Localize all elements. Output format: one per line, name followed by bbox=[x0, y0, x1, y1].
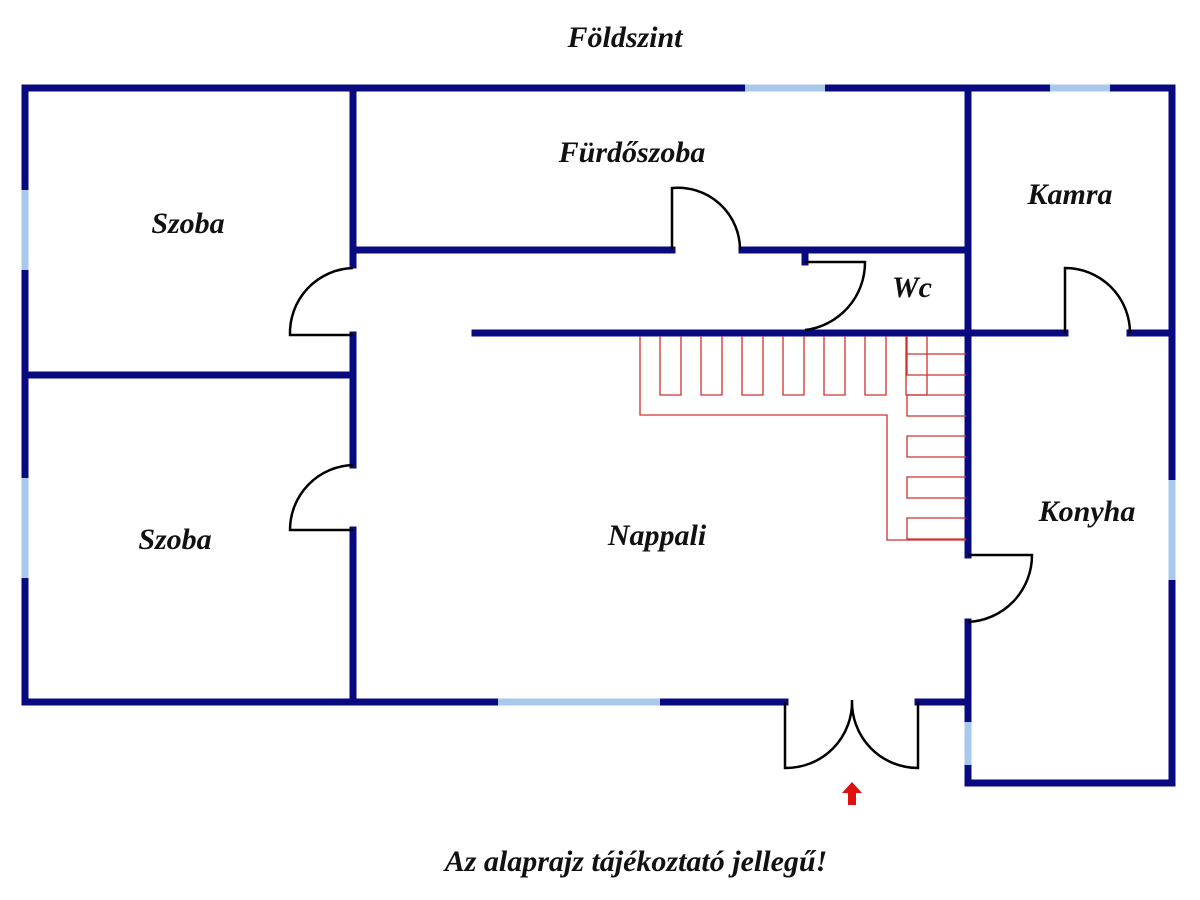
door-kitchen bbox=[967, 553, 1034, 624]
entrance-arrow-icon bbox=[842, 782, 862, 805]
footer-disclaimer: Az alaprajz tájékoztató jellegű! bbox=[444, 845, 828, 878]
heating-loop bbox=[741, 336, 764, 396]
heating-loop bbox=[639, 336, 966, 541]
heating-loop bbox=[906, 476, 966, 499]
room-label-furdoszoba: Fürdőszoba bbox=[558, 136, 706, 169]
door-entrance bbox=[783, 699, 920, 770]
doors bbox=[288, 186, 1132, 770]
heating-loop bbox=[700, 336, 723, 396]
room-label-wc: Wc bbox=[892, 271, 932, 304]
heating-loop bbox=[782, 336, 805, 396]
floor-title: Földszint bbox=[567, 21, 683, 54]
door-wc bbox=[804, 260, 867, 332]
room-label-szoba-upper: Szoba bbox=[151, 207, 225, 240]
door-pantry bbox=[1063, 266, 1132, 334]
heating-loop bbox=[906, 353, 966, 376]
room-label-konyha: Konyha bbox=[1038, 495, 1136, 528]
heating-loop bbox=[906, 394, 966, 417]
door-bathroom bbox=[670, 186, 742, 251]
heating-loop bbox=[823, 336, 846, 396]
room-label-nappali: Nappali bbox=[607, 519, 707, 552]
heating-loop bbox=[659, 336, 682, 396]
heating-loop bbox=[906, 517, 966, 540]
door-room-upper bbox=[288, 266, 354, 337]
heating-pipes bbox=[639, 336, 966, 541]
walls bbox=[21, 84, 1176, 787]
windows bbox=[21, 84, 1176, 765]
room-label-szoba-lower: Szoba bbox=[138, 523, 212, 556]
heating-loop bbox=[864, 336, 887, 396]
heating-loop bbox=[905, 336, 928, 396]
door-room-lower bbox=[288, 463, 354, 532]
heating-loop bbox=[906, 435, 966, 458]
room-label-kamra: Kamra bbox=[1027, 178, 1113, 211]
